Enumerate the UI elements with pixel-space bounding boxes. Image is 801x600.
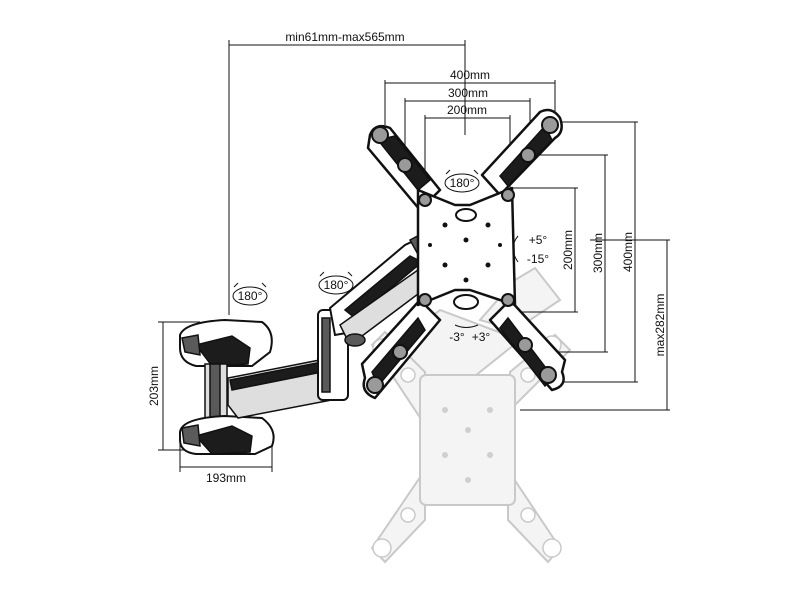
tilt-arrow-icon	[512, 235, 519, 263]
tilt-down-label: -15°	[527, 252, 549, 266]
rotation-arrow-icon	[444, 173, 480, 193]
vesa-200-vertical-label: 200mm	[561, 230, 575, 270]
tv-bracket	[360, 108, 567, 400]
ghost-lowered-mount	[370, 266, 572, 564]
wall-plate-height-label: 203mm	[147, 366, 161, 406]
rotation-arrow-icon	[318, 275, 354, 295]
tilt-up-label: +5°	[529, 233, 548, 247]
arm-rotation-label: 180°	[324, 278, 349, 292]
height-adjust-label: max282mm	[653, 294, 667, 357]
vesa-400-vertical-label: 400mm	[621, 232, 635, 272]
wall-plate	[179, 318, 275, 455]
rotation-indicators	[232, 169, 519, 328]
lower-arm	[227, 309, 349, 419]
wall-plate-width-label: 193mm	[206, 471, 246, 485]
vesa-300-vertical-label: 300mm	[591, 233, 605, 273]
wall-rotation-label: 180°	[238, 289, 263, 303]
labels: min61mm-max565mm 400mm 300mm 200mm 200mm…	[147, 30, 667, 485]
rotation-arrow-icon	[232, 286, 268, 306]
arm-extension-label: min61mm-max565mm	[285, 30, 404, 44]
vesa-400-label: 400mm	[450, 68, 490, 82]
swivel-left-label: -3°	[449, 330, 465, 344]
vesa-300-label: 300mm	[448, 86, 488, 100]
tv-rotation-label: 180°	[450, 176, 475, 190]
swivel-right-label: +3°	[472, 330, 491, 344]
vesa-200-label: 200mm	[447, 103, 487, 117]
swivel-arrow-icon	[454, 324, 479, 328]
